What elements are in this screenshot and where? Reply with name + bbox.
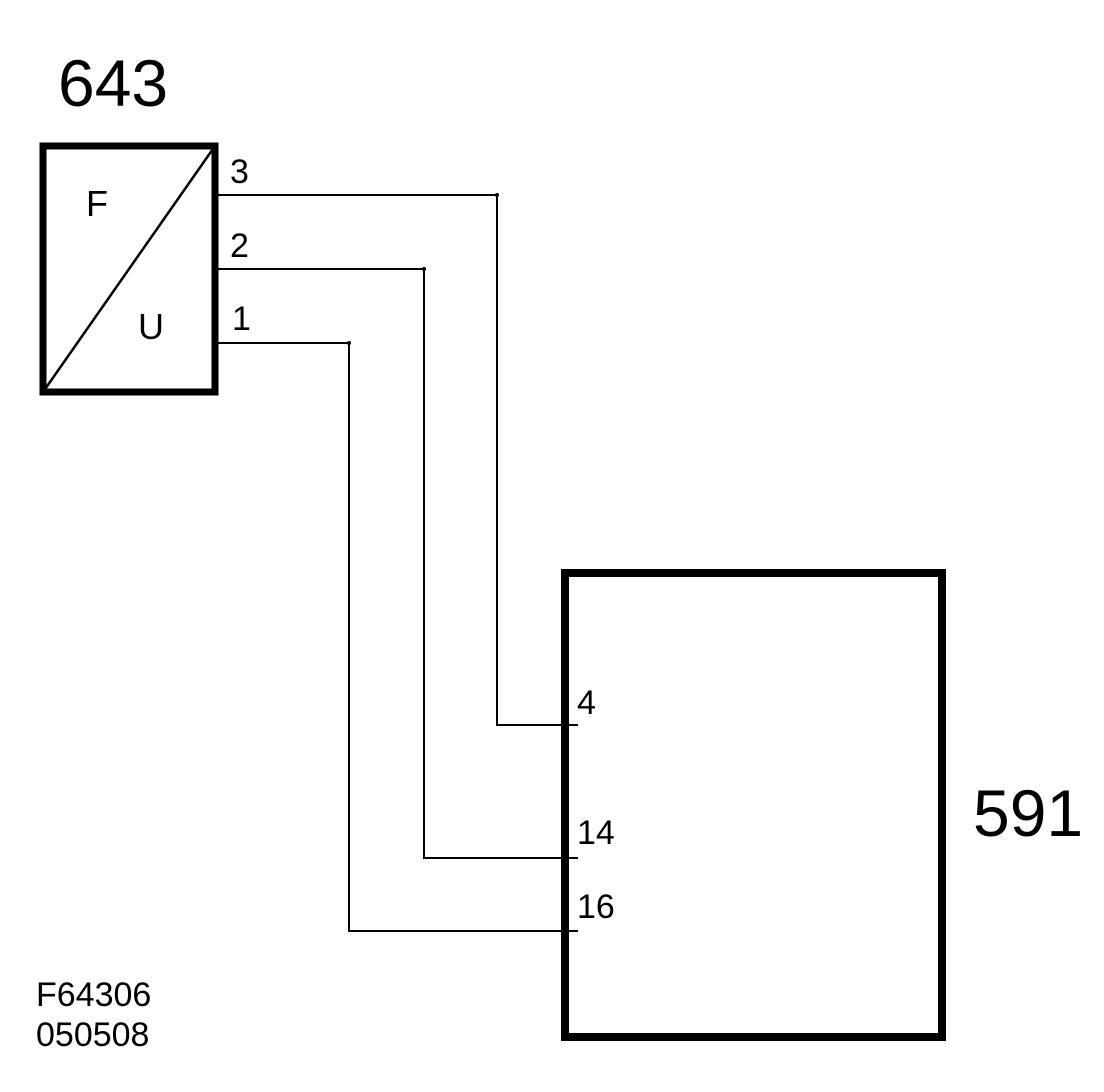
drawing-code: F64306 <box>36 976 152 1014</box>
wire-1-to-16 <box>215 342 578 932</box>
wire-3-to-4-node <box>495 193 499 197</box>
device-id-label: 591 <box>973 776 1084 850</box>
converter-input-symbol: F <box>86 183 108 224</box>
wire-3-to-4 <box>215 194 578 726</box>
device-pin-16-label: 16 <box>577 888 615 926</box>
converter-pin-2-label: 2 <box>230 227 249 265</box>
drawing-date: 050508 <box>36 1016 150 1054</box>
wire-2-to-14-node <box>422 267 426 271</box>
converter-pin-3-label: 3 <box>230 153 249 191</box>
device-pin-4-label: 4 <box>577 684 596 722</box>
converter-diagonal <box>41 145 217 393</box>
wire-1-to-16-node <box>347 341 351 345</box>
wire-2-to-14 <box>215 268 578 859</box>
device-pin-14-label: 14 <box>577 814 615 852</box>
device-box <box>561 569 946 1041</box>
converter-id-label: 643 <box>58 46 169 120</box>
converter-pin-1-label: 1 <box>232 300 251 338</box>
converter-output-symbol: U <box>138 306 164 347</box>
